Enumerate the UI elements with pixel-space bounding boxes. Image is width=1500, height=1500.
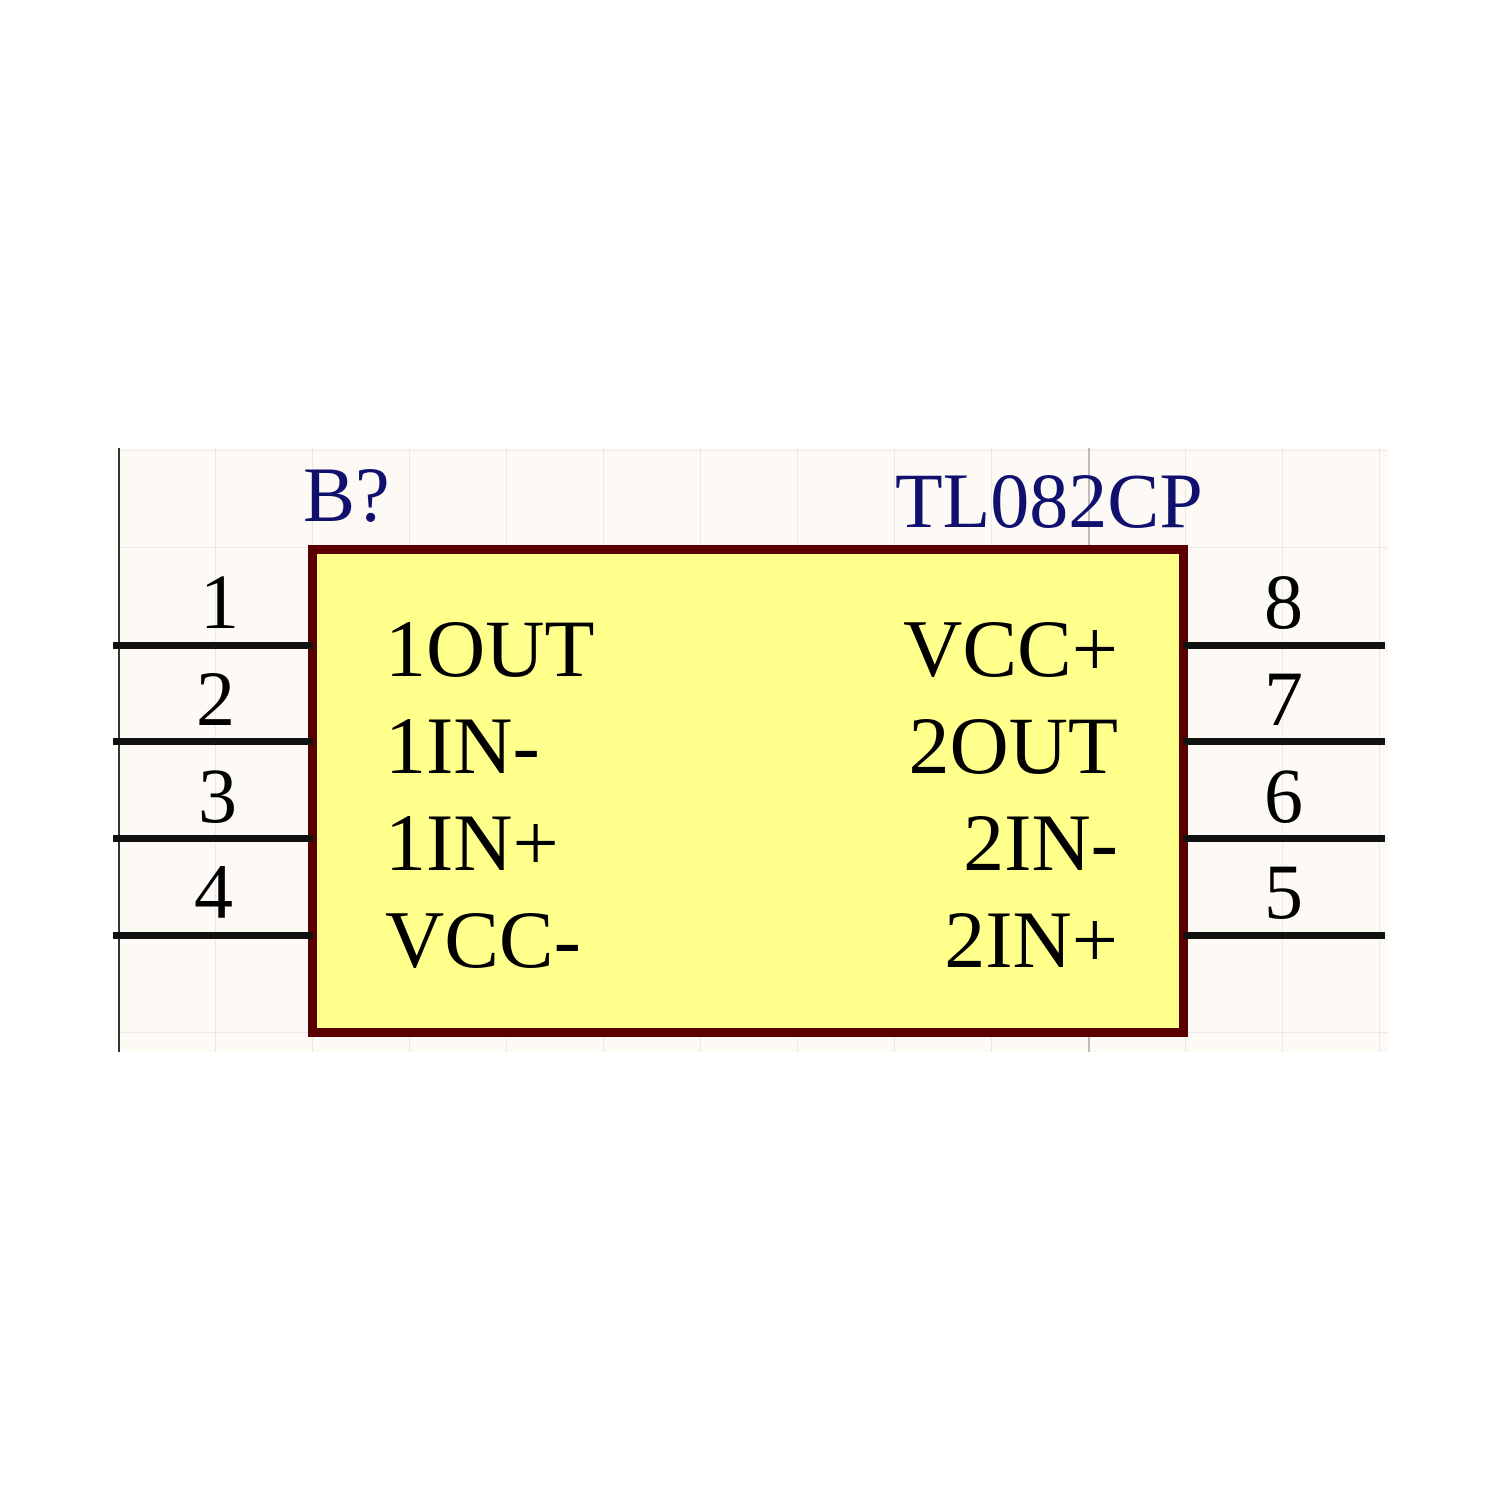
designator[interactable]: B? — [303, 451, 390, 538]
pin-3[interactable] — [113, 835, 313, 842]
pin-number: 2 — [196, 655, 235, 742]
pin-label: 2OUT — [908, 700, 1118, 791]
pin-2[interactable] — [113, 738, 313, 745]
pin-6[interactable] — [1183, 835, 1385, 842]
pin-number: 1 — [200, 558, 239, 645]
pin-1[interactable] — [113, 642, 313, 649]
pin-number: 8 — [1264, 558, 1303, 645]
pin-label: VCC- — [385, 894, 581, 985]
pin-8[interactable] — [1183, 642, 1385, 649]
pin-number: 4 — [194, 848, 233, 935]
component-body[interactable] — [308, 545, 1188, 1037]
part-name[interactable]: TL082CP — [895, 457, 1203, 544]
pin-number: 6 — [1264, 752, 1303, 839]
pin-number: 3 — [198, 752, 237, 839]
pin-7[interactable] — [1183, 738, 1385, 745]
pin-label: VCC+ — [903, 603, 1118, 694]
pin-label: 1OUT — [385, 603, 595, 694]
pin-number: 5 — [1264, 848, 1303, 935]
pin-number: 7 — [1264, 655, 1303, 742]
pin-4[interactable] — [113, 932, 313, 939]
pin-label: 2IN- — [963, 797, 1118, 888]
pin-label: 1IN- — [385, 700, 540, 791]
pin-5[interactable] — [1183, 932, 1385, 939]
grid-major-line — [118, 448, 120, 1052]
pin-label: 1IN+ — [385, 797, 559, 888]
pin-label: 2IN+ — [944, 894, 1118, 985]
